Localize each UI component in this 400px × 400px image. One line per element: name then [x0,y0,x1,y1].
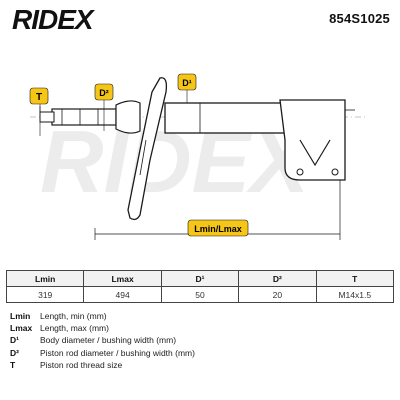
mounting-bracket [279,99,346,181]
header-cell: T [315,270,395,287]
t-label: T [36,92,42,103]
legend-code: Lmin [10,311,31,321]
spring-seat [127,77,168,221]
legend-item: D¹ Body diameter / bushing width (mm) [10,334,195,346]
legend-item: D² Piston rod diameter / bushing width (… [10,347,195,359]
legend-code: D² [10,347,19,358]
ridex-logo: RIDEX [12,4,97,34]
legend-code: Lmax [10,323,33,334]
legend-item: Lmax Length, max (mm) [10,322,195,334]
legend-code: D¹ [10,335,19,346]
d1-marker [177,73,197,91]
t-marker [29,87,49,105]
legend-desc: Length, min (mm) [40,311,107,321]
part-number: 854S1025 [329,11,390,26]
shock-absorber-diagram: RIDEX T D² D¹ Lmin/Lmax [29,73,365,240]
legend: Lmin Length, min (mm) Lmax Length, max (… [10,310,195,371]
legend-item: Lmin Length, min (mm) [10,310,195,322]
body-tube [164,102,286,134]
table-cell: 319 [5,286,85,303]
header-cell: D¹ [160,270,240,287]
table-header-row: Lmin Lmax D¹ D² T [5,270,395,287]
table-cell: 50 [160,286,240,303]
rod-thread [39,111,55,123]
header-cell: Lmax [83,270,162,287]
header-cell: D² [238,270,317,287]
legend-desc: Piston rod thread size [40,359,123,370]
table-row: 319 494 50 20 M14x1.5 [5,286,395,303]
table-cell: M14x1.5 [315,286,395,303]
d2-label: D² [99,88,109,98]
length-marker [187,219,249,237]
legend-item: T Piston rod thread size [10,359,195,371]
spec-table: Lmin Lmax D¹ D² T 319 494 50 20 M14x1.5 [5,270,395,303]
length-label: Lmin/Lmax [194,224,242,234]
table-cell: 494 [83,286,162,303]
legend-desc: Body diameter / bushing width (mm) [40,335,177,346]
d2-marker [94,83,114,101]
legend-desc: Length, max (mm) [40,323,109,334]
legend-code: T [10,359,16,370]
logo-text: RIDEX [12,4,96,34]
dust-cap [115,100,141,134]
legend-desc: Piston rod diameter / bushing width (mm) [40,347,195,358]
d1-label: D¹ [182,78,192,88]
table-cell: 20 [238,286,317,303]
header-cell: Lmin [5,270,85,287]
